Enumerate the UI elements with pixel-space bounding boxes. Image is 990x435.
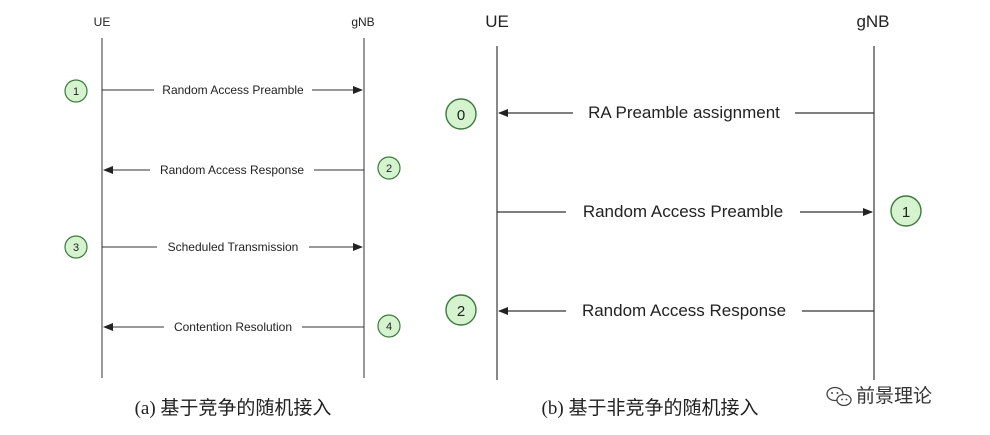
diagram-b-step-0-number: 0 — [457, 107, 465, 124]
diagram-b-caption: (b) 基于非竞争的随机接入 — [542, 397, 759, 419]
diagram-a-step-1-number: 1 — [73, 86, 79, 98]
wechat-icon — [826, 386, 852, 407]
diagram-b-message-2: Random Access Response 2 — [445, 294, 874, 326]
diagram-a-message-2-label: Random Access Response — [160, 163, 304, 177]
diagram-b-step-2-number: 2 — [457, 303, 465, 320]
diagram-a-message-4: Contention Resolution 4 — [103, 314, 401, 338]
diagram-b-step-0-circle — [445, 98, 477, 130]
watermark: 前景理论 — [826, 385, 932, 407]
diagram-a-caption: (a) 基于竞争的随机接入 — [135, 397, 332, 419]
diagram-b-message-1: Random Access Preamble 1 — [497, 195, 922, 227]
diagram-b-message-0: RA Preamble assignment 0 — [445, 98, 874, 130]
diagram-a-message-3-label: Scheduled Transmission — [168, 240, 299, 254]
watermark-text: 前景理论 — [856, 385, 932, 407]
diagram-b-ue-label: UE — [485, 12, 509, 31]
diagram-a-message-2: Random Access Response 2 — [103, 156, 401, 180]
diagram-a-step-3-number: 3 — [73, 242, 79, 254]
diagram-a-step-3-circle — [64, 235, 88, 259]
diagram-a-step-2-circle — [377, 156, 401, 180]
diagram-b-step-1-number: 1 — [902, 204, 910, 221]
diagram-b-step-2-circle — [445, 294, 477, 326]
diagram-a-step-2-number: 2 — [386, 163, 392, 175]
diagram-a-message-1: Random Access Preamble 1 — [64, 79, 363, 103]
diagram-b-message-1-label: Random Access Preamble — [583, 202, 783, 221]
diagram-a: UE gNB Random Access Preamble 1 Random A… — [64, 15, 401, 419]
diagram-a-gnb-label: gNB — [351, 15, 374, 29]
diagram-b-gnb-label: gNB — [856, 12, 889, 31]
diagram-a-step-4-circle — [377, 314, 401, 338]
diagram-a-step-1-circle — [64, 79, 88, 103]
diagram-a-message-4-label: Contention Resolution — [174, 320, 292, 334]
diagram-a-step-4-number: 4 — [386, 321, 392, 333]
diagram-b-message-2-label: Random Access Response — [582, 301, 786, 320]
diagram-a-message-1-label: Random Access Preamble — [162, 83, 304, 97]
diagram-b: UE gNB RA Preamble assignment 0 Random A… — [445, 12, 922, 419]
diagram-a-ue-label: UE — [94, 15, 111, 29]
diagram-a-message-3: Scheduled Transmission 3 — [64, 235, 363, 259]
diagram-b-step-1-circle — [890, 195, 922, 227]
diagram-b-message-0-label: RA Preamble assignment — [588, 103, 780, 122]
